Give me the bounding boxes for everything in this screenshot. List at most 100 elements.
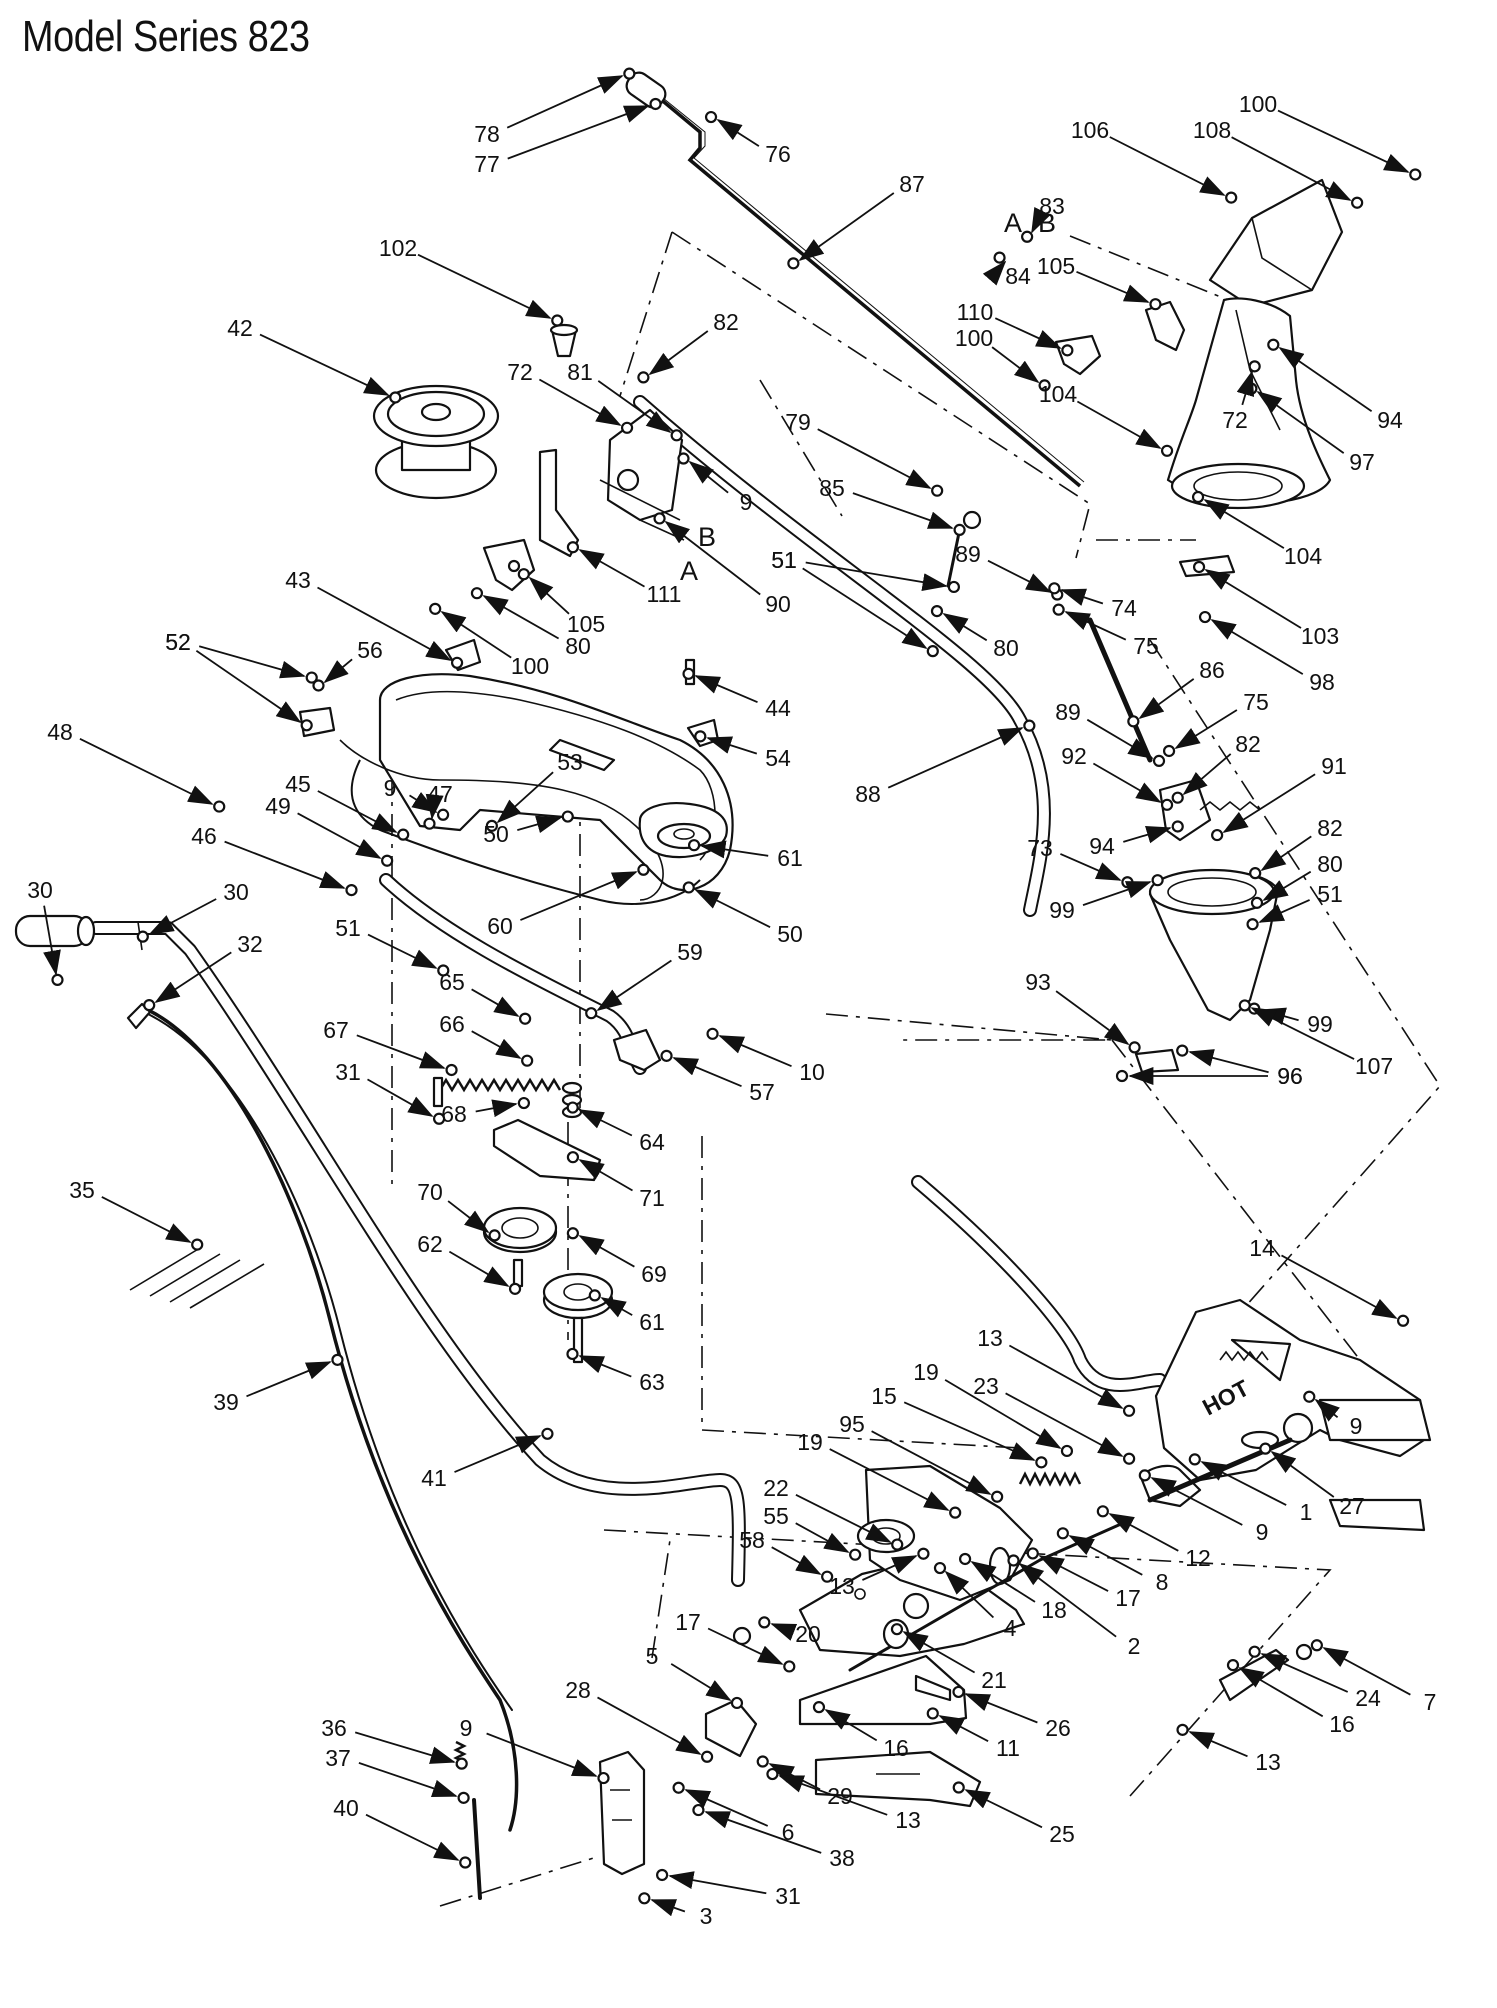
fastener-60 <box>637 863 650 876</box>
callout-number: 28 <box>565 1677 591 1703</box>
leader-arrow <box>578 1109 633 1137</box>
callout-number: 12 <box>1185 1545 1211 1571</box>
callout-9: 9 <box>1314 1398 1362 1439</box>
callout-23: 23 <box>973 1373 1124 1457</box>
fastener-42 <box>389 391 402 404</box>
callout-100: 100 <box>440 611 549 679</box>
leader-arrow <box>409 791 438 813</box>
leader-arrow <box>706 736 758 755</box>
shift-lever-bracket <box>538 408 685 558</box>
callout-number: 75 <box>1243 689 1269 715</box>
fastener-51 <box>437 964 450 977</box>
leader-arrow <box>684 1789 769 1827</box>
section-letter: A <box>680 556 698 586</box>
callout-93: 93 <box>1025 969 1130 1046</box>
callout-37: 37 <box>325 1745 458 1797</box>
callout-number: 105 <box>567 611 605 637</box>
callout-105: 105 <box>528 576 605 637</box>
callout-98: 98 <box>1210 619 1335 695</box>
callout-number: 11 <box>996 1735 1020 1761</box>
callout-82: 82 <box>1260 815 1343 872</box>
callout-number: 100 <box>955 325 993 351</box>
callout-number: 63 <box>639 1369 665 1395</box>
callout-57: 57 <box>672 1057 775 1105</box>
leader-arrow <box>887 727 1024 789</box>
leader-arrow <box>1260 1653 1349 1693</box>
fastener-22 <box>891 1538 904 1551</box>
fastener-1 <box>1188 1453 1201 1466</box>
callout-number: 9 <box>740 489 753 515</box>
callout-11: 11 <box>938 1715 1020 1761</box>
fastener-80 <box>1250 896 1264 909</box>
leader-arrow <box>482 595 560 640</box>
callout-number: 43 <box>285 567 311 593</box>
fastener-9 <box>677 452 690 465</box>
fastener-40 <box>459 1856 472 1869</box>
callout-number: 50 <box>777 921 803 947</box>
leader-arrow <box>1250 1007 1355 1060</box>
upper-handle <box>14 914 746 1587</box>
fastener-87 <box>787 257 800 270</box>
leader-arrow <box>471 1030 522 1059</box>
callout-number: 31 <box>335 1059 361 1085</box>
fastener-91 <box>1211 828 1224 842</box>
leader-arrow <box>1055 990 1130 1046</box>
fastener-74 <box>1048 582 1061 595</box>
fastener-104 <box>1160 444 1174 457</box>
callout-number: 51 <box>771 547 797 573</box>
callout-number: 31 <box>775 1883 801 1909</box>
leader-arrow <box>778 1775 888 1816</box>
control-knob <box>549 323 579 358</box>
leader-arrow <box>1236 370 1255 406</box>
leader-arrow <box>259 333 390 396</box>
fastener-21 <box>890 1623 904 1636</box>
callout-number: 75 <box>1133 633 1159 659</box>
callout-number: 104 <box>1039 381 1078 407</box>
leader-arrow <box>1238 1667 1324 1718</box>
callout-number: 5 <box>646 1643 659 1669</box>
callout-number: 61 <box>639 1309 665 1335</box>
coil-spring <box>1018 1471 1082 1487</box>
fastener-62 <box>508 1282 522 1295</box>
callout-104: 104 <box>1039 381 1162 449</box>
callout-number: 42 <box>227 315 253 341</box>
leader-arrow <box>471 988 520 1017</box>
fastener-53 <box>485 819 498 832</box>
leader-arrow <box>688 460 729 494</box>
leader-arrow <box>1174 709 1238 749</box>
leader-arrow <box>1064 611 1127 641</box>
leader-arrow <box>944 1570 995 1619</box>
callout-number: 9 <box>460 1715 473 1741</box>
leader-arrow <box>668 1871 767 1895</box>
callout-51: 51 <box>771 547 928 649</box>
fastener-81 <box>670 429 683 442</box>
fastener-29 <box>756 1755 769 1768</box>
callout-55: 55 <box>763 1503 850 1553</box>
callout-13: 13 <box>1188 1731 1281 1775</box>
leader-arrow <box>970 1561 1036 1603</box>
fastener-31 <box>656 1868 669 1882</box>
leader-arrow <box>903 1401 1036 1461</box>
leader-arrow <box>317 586 452 661</box>
callout-number: 22 <box>763 1475 789 1501</box>
callout-17: 17 <box>675 1609 784 1665</box>
callout-68: 68 <box>441 1099 518 1127</box>
fastener-102 <box>551 314 564 327</box>
callout-number: 32 <box>237 931 263 957</box>
callout-38: 38 <box>704 1811 855 1871</box>
leader-arrow <box>1005 1392 1124 1457</box>
fastener-28 <box>700 1750 714 1763</box>
fastener-66 <box>521 1054 534 1067</box>
leader-arrow <box>664 520 761 596</box>
leader-arrow <box>1277 109 1410 173</box>
callout-103: 103 <box>1204 569 1339 649</box>
section-letter: B <box>1038 208 1056 238</box>
callout-30: 30 <box>27 877 61 976</box>
callout-5: 5 <box>646 1643 732 1701</box>
callout-65: 65 <box>439 969 520 1017</box>
lower-drive-bracket <box>798 1654 982 1808</box>
fastener-20 <box>758 1616 771 1629</box>
fastener-12 <box>1096 1505 1109 1518</box>
callout-number: 30 <box>223 879 249 905</box>
extension-spring <box>438 1077 562 1093</box>
